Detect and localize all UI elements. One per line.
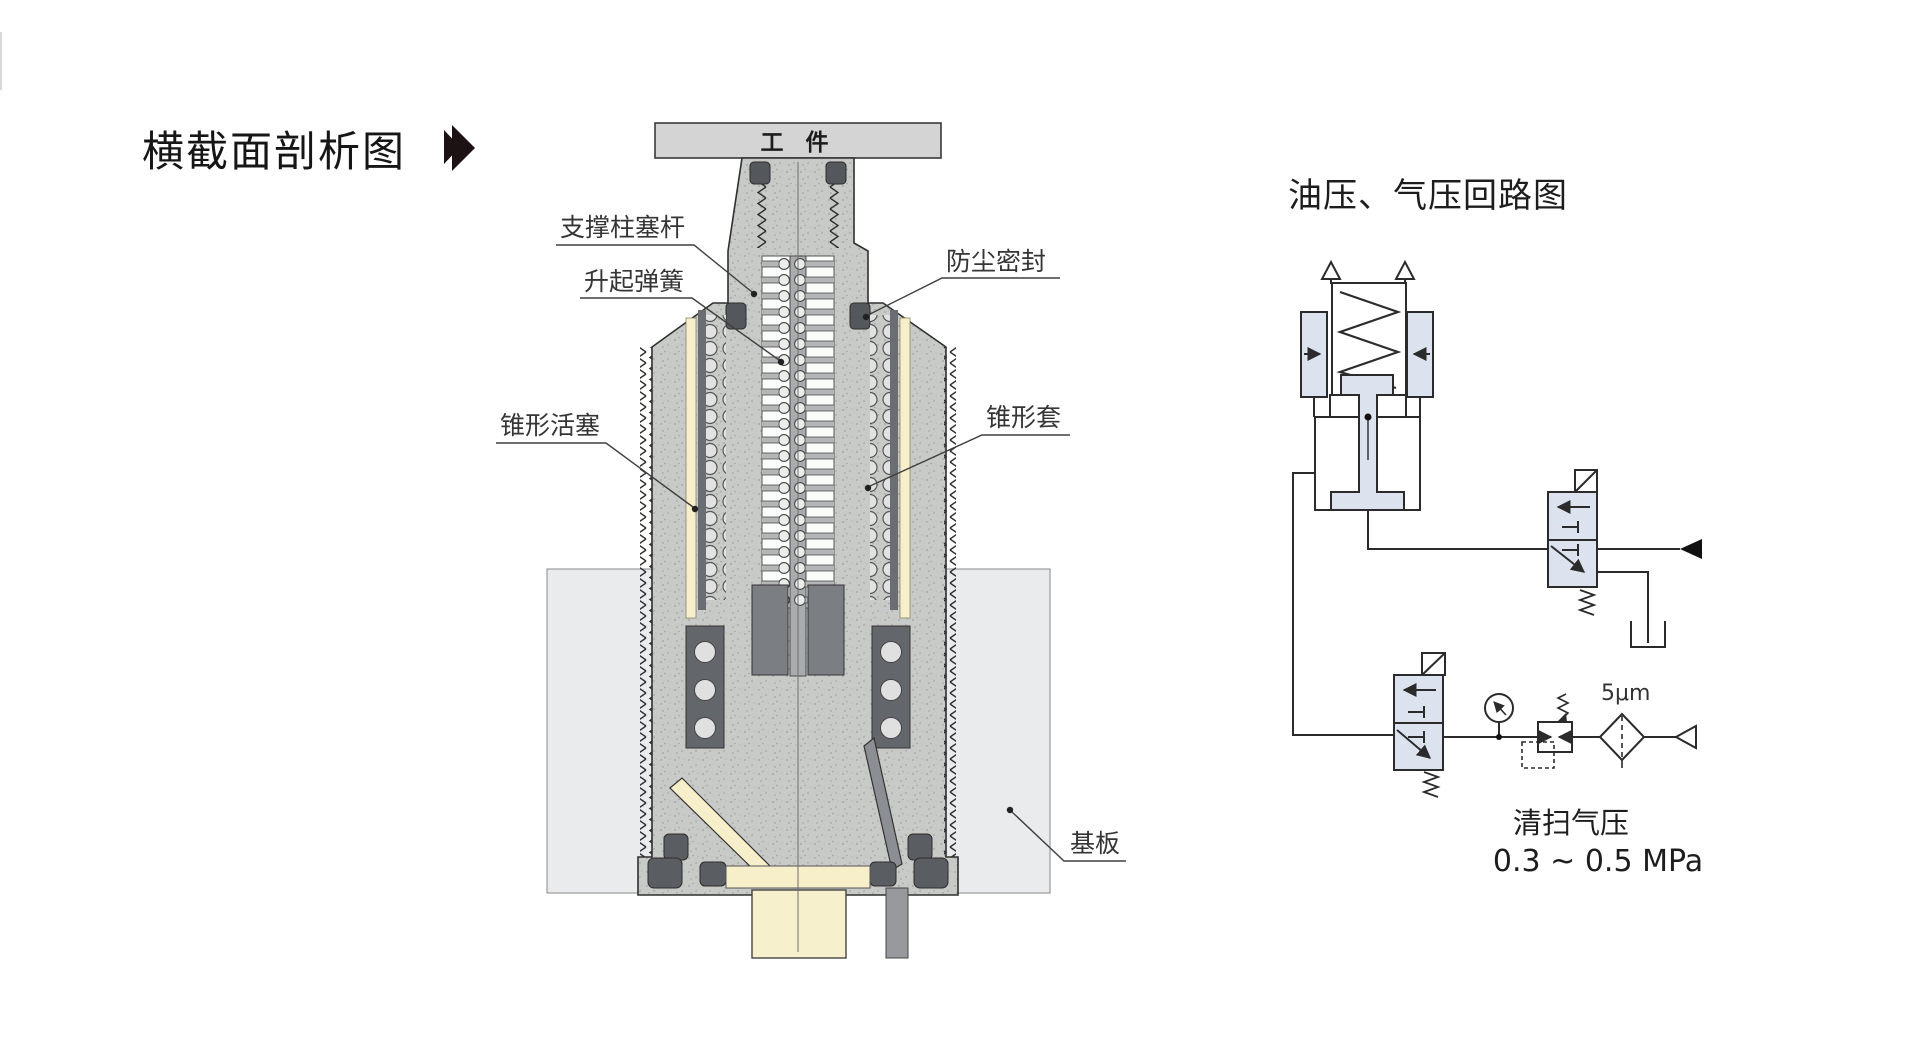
air-source-icon	[1673, 724, 1697, 750]
leader-lift-spring	[580, 297, 780, 361]
filter-rating-label: 5μm	[1601, 681, 1650, 706]
workpiece-bar	[654, 122, 942, 159]
roller-stack-left	[685, 625, 725, 749]
hydraulic-valve-symbol	[1547, 469, 1598, 616]
label-taper-sleeve: 锥形套	[986, 403, 1061, 432]
regulator-symbol	[1521, 693, 1573, 769]
neck-seal-right	[825, 161, 847, 185]
bottom-rod	[885, 887, 909, 959]
ball-column-left	[706, 315, 726, 600]
tank-symbol	[1630, 621, 1666, 648]
leader-dot	[777, 358, 785, 366]
flange-seal-left	[647, 857, 683, 889]
thread-left	[640, 347, 652, 857]
spindle-thread-right	[829, 172, 839, 248]
filter-symbol	[1598, 712, 1646, 768]
flange-seal-inner-left	[699, 861, 727, 887]
roller-stack-right	[871, 625, 911, 749]
drive-rod-diagonal	[863, 736, 903, 871]
drain-line	[1597, 571, 1649, 643]
flange-seal-inner-right	[869, 861, 897, 887]
leader-base-plate	[1011, 811, 1126, 862]
leader-taper-piston	[496, 442, 694, 508]
cross-section-diagram: 工 件	[496, 122, 1126, 959]
title-arrow-icon	[444, 125, 475, 171]
leader-dot	[862, 313, 870, 321]
leader-dot	[691, 505, 699, 513]
flange-seal-right	[913, 857, 949, 889]
page-title: 横截面剖析图	[142, 127, 407, 176]
leader-dust-seal	[867, 277, 1060, 316]
ball-column-right	[870, 315, 890, 600]
valve-spring	[1421, 771, 1441, 798]
work-support-symbol	[1300, 259, 1434, 511]
label-taper-piston: 锥形活塞	[500, 411, 600, 440]
pilot-air-line	[1292, 472, 1394, 736]
lower-seal-left	[663, 833, 689, 861]
leader-dot	[750, 290, 758, 298]
piston-block-right	[807, 584, 845, 676]
label-lift-spring: 升起弹簧	[584, 267, 684, 296]
leader-dot	[864, 484, 872, 492]
thread-right	[944, 347, 956, 857]
label-dust-seal: 防尘密封	[946, 247, 1046, 276]
lower-seal-right	[907, 833, 933, 861]
workpiece-label: 工 件	[760, 130, 835, 156]
taper-sleeve-left	[685, 317, 697, 619]
page-edge-mark	[0, 32, 2, 90]
sleeve-left	[698, 310, 706, 610]
piston-block-left	[751, 584, 789, 676]
circuit-title: 油压、气压回路图	[1288, 176, 1568, 216]
leader-support-plunger	[556, 244, 753, 293]
hydraulic-source-icon	[1680, 539, 1702, 559]
pressure-gauge-icon	[1484, 693, 1514, 740]
bottom-port	[751, 889, 847, 959]
circuit-diagram: 5μm 清扫气压 0.3 ~ 0.5 MPa	[1292, 259, 1703, 879]
neck-seal-left	[749, 161, 771, 185]
pneumatic-valve-symbol	[1393, 652, 1446, 798]
support-oil-line	[1367, 510, 1548, 550]
label-base-plate: 基板	[1070, 829, 1120, 858]
purge-air-label: 清扫气压	[1513, 806, 1629, 840]
label-support-plunger: 支撑柱塞杆	[560, 213, 685, 242]
sleeve-right	[890, 310, 898, 610]
spindle-thread-left	[757, 172, 767, 248]
leader-taper-sleeve	[869, 434, 1070, 487]
leader-dot	[1006, 806, 1014, 814]
valve-spring	[1577, 589, 1597, 616]
purge-air-range: 0.3 ~ 0.5 MPa	[1493, 844, 1703, 879]
